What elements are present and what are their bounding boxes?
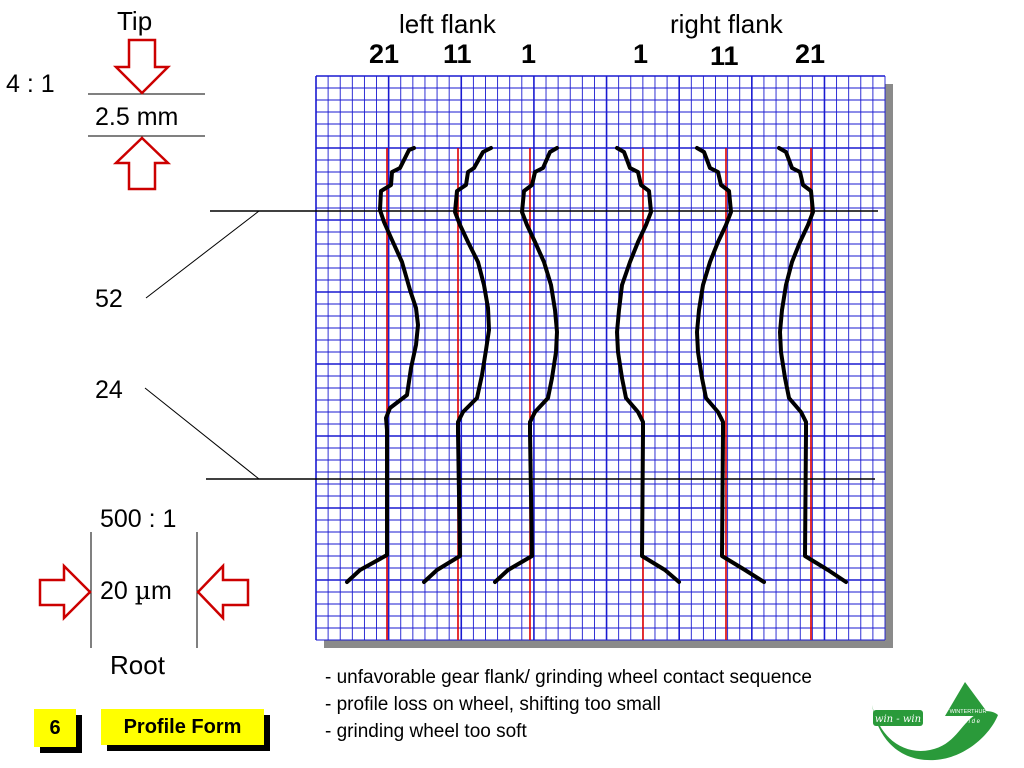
dimension-top-label: 2.5 mm [95,103,179,131]
note-3: - grinding wheel too soft [325,721,527,742]
profile-trace-left-21 [345,146,420,584]
profile-trace-right-1 [615,146,681,584]
logo-triangle [945,682,990,716]
label-52: 52 [95,285,123,313]
logo-swoosh [872,705,998,761]
grid-lines [315,75,886,641]
logo-tagline: i n s i d e [956,719,981,725]
winterthur-logo: win - win WINTERTHUR i n s i d e [872,682,998,761]
right-flank-number-21: 21 [795,39,826,69]
note-1: - unfavorable gear flank/ grinding wheel… [325,667,812,688]
scale-top-label: 4 : 1 [6,70,55,98]
tip-label: Tip [117,6,153,36]
dimension-bottom-value: 20 [100,577,135,605]
logo-brand: WINTERTHUR [950,709,987,715]
note-2: - profile loss on wheel, shifting too sm… [325,694,661,715]
arrow-left-icon [196,562,250,622]
logo-slogan-badge [873,710,923,726]
arrow-down-icon [112,38,172,95]
leader-line-24 [144,387,260,480]
page-number: 6 [34,709,76,747]
profile-trace-left-11 [422,146,493,584]
notes-list: - unfavorable gear flank/ grinding wheel… [325,664,812,745]
arrow-up-icon [112,136,172,191]
micro-symbol: µ [134,576,152,605]
profile-trace-right-21 [777,146,848,584]
section-title: Profile Form [101,709,264,745]
dimension-bottom-label: 20 µm [100,576,172,606]
logo-slogan: win - win [875,714,921,725]
leader-line-52 [145,210,260,299]
profile-trace-right-11 [695,146,766,584]
label-24: 24 [95,376,123,404]
right-flank-number-1: 1 [633,39,649,69]
left-flank-number-11: 11 [443,39,472,69]
profile-traces [345,146,848,584]
grid-background [316,76,885,640]
right-flank-title: right flank [670,9,783,39]
root-label: Root [110,650,165,680]
scale-bottom-label: 500 : 1 [100,505,177,533]
dimension-bottom-unit: m [151,577,172,605]
profile-trace-left-1 [493,146,559,584]
left-flank-title: left flank [399,9,496,39]
left-flank-number-21: 21 [369,39,400,69]
arrow-right-icon [38,562,92,622]
left-flank-number-1: 1 [521,39,537,69]
right-flank-number-11: 11 [710,41,739,71]
